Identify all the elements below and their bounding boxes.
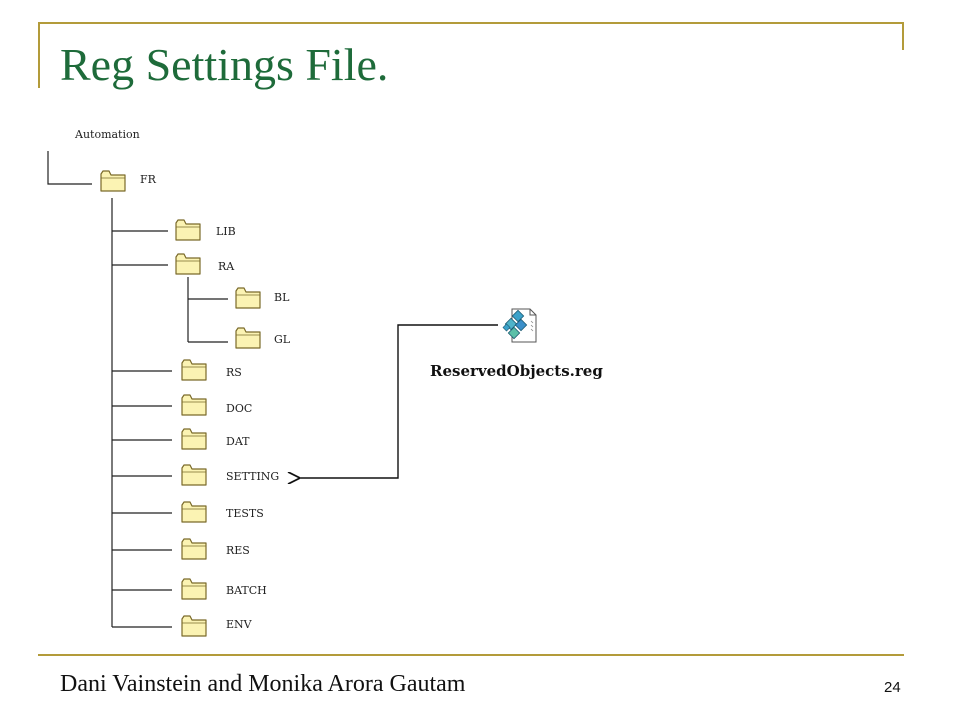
folder-icon — [235, 327, 261, 349]
footer-authors: Dani Vainstein and Monika Arora Gautam — [60, 671, 466, 697]
accent-line-bottom — [38, 654, 904, 656]
folder-label-fr: FR — [140, 173, 157, 186]
folder-icon — [181, 428, 207, 450]
folder-label-gl: GL — [274, 333, 291, 346]
folder-icon — [181, 578, 207, 600]
folder-label-rs: RS — [226, 366, 242, 379]
folder-icon — [235, 287, 261, 309]
folder-label-doc: DOC — [226, 402, 252, 415]
tree-connectors — [47, 151, 228, 628]
folder-label-batch: BATCH — [226, 584, 267, 597]
accent-line-left — [38, 22, 40, 88]
folder-icon — [181, 394, 207, 416]
folder-label-dat: DAT — [226, 435, 250, 448]
folder-icon — [181, 538, 207, 560]
accent-line-top — [38, 22, 904, 24]
folder-icon — [181, 359, 207, 381]
folder-icon — [181, 464, 207, 486]
folder-icon — [175, 219, 201, 241]
folder-label-setting: SETTING — [226, 470, 279, 483]
folder-icon — [100, 170, 126, 192]
folder-label-res: RES — [226, 544, 250, 557]
page-title: Reg Settings File. — [60, 39, 389, 90]
registry-file-icon — [502, 308, 537, 343]
arrow-file-to-setting — [298, 324, 498, 478]
folder-label-tests: TESTS — [226, 507, 264, 520]
folder-icon — [181, 501, 207, 523]
page-number: 24 — [884, 679, 901, 696]
folder-label-bl: BL — [274, 291, 290, 304]
connector-root-fr — [47, 151, 92, 185]
folder-icon — [181, 615, 207, 637]
folder-label-lib: LIB — [216, 225, 236, 238]
folder-label-ra: RA — [218, 260, 235, 273]
registry-file-label: ReservedObjects.reg — [430, 362, 603, 380]
tree-root-label: Automation — [74, 128, 140, 141]
folder-label-env: ENV — [226, 618, 253, 631]
folder-icon — [175, 253, 201, 275]
accent-line-right — [902, 22, 904, 50]
